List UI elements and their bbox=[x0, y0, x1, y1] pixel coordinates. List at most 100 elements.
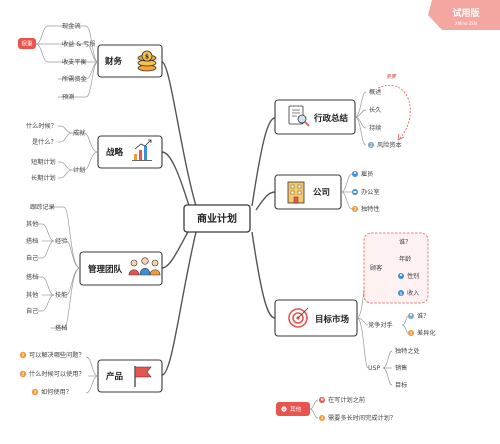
relation-arrow bbox=[377, 85, 411, 141]
question-icon-2: ? bbox=[19, 370, 27, 378]
finance-item-profit-loss[interactable]: 收益 & 亏损 bbox=[62, 40, 96, 48]
gender-icon bbox=[398, 273, 404, 279]
market-label: 目标市场 bbox=[315, 314, 350, 325]
venture-capital-icon: 2 bbox=[368, 142, 374, 148]
node-finance[interactable]: 财务 $ bbox=[97, 44, 163, 78]
market-customer-age[interactable]: 年龄 bbox=[399, 255, 412, 263]
team-experience-other[interactable]: 其他 bbox=[26, 220, 38, 228]
team-skills-label[interactable]: 技能 bbox=[55, 291, 67, 299]
executive-item-overview[interactable]: 概述 bbox=[369, 88, 381, 96]
finance-item-cashflow[interactable]: 现金流 bbox=[62, 22, 81, 30]
product-label: 产品 bbox=[106, 371, 124, 382]
strategy-label: 战略 bbox=[106, 147, 124, 158]
competitor-person-icon bbox=[408, 313, 414, 319]
team-experience-label[interactable]: 经验 bbox=[55, 237, 68, 245]
team-record[interactable]: 跟踪记录 bbox=[30, 203, 55, 211]
important-tag[interactable]: 很重 bbox=[18, 38, 36, 49]
finance-branches bbox=[35, 25, 99, 98]
trial-title: 试用版 bbox=[452, 7, 479, 19]
question-icon-4: ? bbox=[352, 206, 358, 213]
executive-item-venture[interactable]: 风险资本 bbox=[377, 141, 402, 149]
product-item-when[interactable]: 什么时候可以使用？ bbox=[29, 370, 85, 378]
team-label: 管理团队 bbox=[88, 264, 123, 275]
market-competitor-label[interactable]: 竞争对手 bbox=[368, 321, 393, 329]
team-experience-self[interactable]: 自己 bbox=[26, 254, 38, 262]
market-usp-goal[interactable]: 目标 bbox=[395, 381, 407, 389]
team-skills-partner[interactable]: 搭档 bbox=[26, 273, 38, 281]
node-executive[interactable]: 行政总结 bbox=[274, 99, 356, 135]
market-customer-label[interactable]: 顾客 bbox=[370, 264, 382, 272]
company-item-office[interactable]: 办公室 bbox=[361, 188, 380, 196]
market-competitor-who[interactable]: 谁？ bbox=[417, 312, 429, 320]
chat-icon bbox=[352, 189, 358, 195]
company-item-employees[interactable]: 雇员 bbox=[361, 170, 373, 178]
product-item-problems[interactable]: 可以解决哪些问题？ bbox=[29, 351, 85, 359]
team-branches bbox=[38, 206, 81, 329]
market-customer-gender[interactable]: 性别 bbox=[407, 272, 419, 280]
strategy-achieve-what[interactable]: 是什么？ bbox=[32, 138, 57, 146]
team-skills-other[interactable]: 其他 bbox=[26, 291, 38, 299]
flag-icon-small bbox=[319, 397, 325, 403]
product-item-how[interactable]: 如何使用？ bbox=[41, 388, 72, 396]
center-node[interactable]: 商业计划 bbox=[183, 204, 251, 233]
executive-label: 行政总结 bbox=[313, 113, 349, 124]
other-branches bbox=[309, 399, 319, 419]
income-icon: $ bbox=[398, 290, 404, 296]
node-strategy[interactable]: 战略 bbox=[97, 135, 163, 169]
strategy-achieve-label[interactable]: 成就 bbox=[73, 129, 85, 137]
executive-item-sustain[interactable]: 持续 bbox=[369, 124, 381, 132]
target-icon bbox=[288, 307, 309, 328]
market-customer-who[interactable]: 谁？ bbox=[399, 238, 411, 246]
trial-banner: 试用版 XMind ZEN bbox=[428, 0, 500, 30]
main-edges bbox=[161, 61, 276, 376]
strategy-plan-long[interactable]: 长期计划 bbox=[31, 174, 56, 182]
flag-icon bbox=[134, 366, 152, 387]
bar-growth-icon bbox=[132, 139, 152, 161]
svg-text:?: ? bbox=[34, 390, 37, 396]
question-icon-3: ? bbox=[31, 388, 39, 396]
center-label: 商业计划 bbox=[197, 212, 237, 225]
company-item-unique[interactable]: 独特性 bbox=[361, 205, 380, 213]
node-market[interactable]: 目标市场 bbox=[274, 299, 358, 337]
strategy-plan-short[interactable]: 短期计划 bbox=[31, 158, 56, 166]
executive-item-longterm[interactable]: 长久 bbox=[369, 106, 381, 114]
strategy-branches bbox=[58, 125, 99, 179]
market-competitor-diff[interactable]: 差异化 bbox=[417, 329, 436, 337]
node-team[interactable]: 管理团队 bbox=[79, 251, 163, 286]
svg-text:$: $ bbox=[400, 291, 403, 296]
finance-item-breakeven[interactable]: 收支平衡 bbox=[62, 58, 87, 66]
finance-item-funding[interactable]: 所需资金 bbox=[62, 75, 88, 83]
svg-text:?: ? bbox=[410, 331, 413, 337]
customer-highlight-box bbox=[363, 232, 429, 304]
strategy-plan-label[interactable]: 计划 bbox=[73, 166, 85, 174]
market-usp-sales[interactable]: 销售 bbox=[395, 364, 407, 372]
document-search-icon bbox=[288, 105, 310, 127]
team-skills-self[interactable]: 自己 bbox=[26, 307, 38, 315]
other-item-before[interactable]: 在写计划之前 bbox=[328, 396, 365, 404]
finance-item-forecast[interactable]: 预测 bbox=[62, 93, 74, 101]
strategy-achieve-when[interactable]: 什么时候？ bbox=[26, 122, 57, 130]
node-other[interactable]: + 其他 bbox=[276, 402, 310, 416]
market-customer-income[interactable]: 收入 bbox=[407, 289, 419, 297]
question-icon-1: ? bbox=[19, 351, 27, 359]
other-item-duration[interactable]: 需要多长时间完成计划？ bbox=[328, 414, 396, 422]
svg-text:?: ? bbox=[22, 353, 25, 359]
building-icon bbox=[287, 181, 305, 204]
node-company[interactable]: 公司 bbox=[274, 174, 342, 210]
company-label: 公司 bbox=[313, 188, 330, 198]
market-usp-unique[interactable]: 独特之处 bbox=[395, 347, 420, 355]
other-label: 其他 bbox=[290, 405, 302, 413]
relation-label[interactable]: 重要 bbox=[386, 73, 397, 80]
person-icon bbox=[352, 171, 358, 177]
svg-text:?: ? bbox=[22, 372, 25, 378]
team-partner[interactable]: 搭档 bbox=[55, 324, 67, 332]
node-product[interactable]: 产品 bbox=[97, 359, 163, 393]
market-usp-label[interactable]: USP bbox=[368, 365, 380, 372]
team-experience-partner[interactable]: 搭档 bbox=[26, 237, 38, 245]
company-branches bbox=[340, 173, 353, 210]
finance-label: 财务 bbox=[104, 56, 123, 67]
question-icon-6: ? bbox=[319, 415, 325, 422]
svg-text:$: $ bbox=[145, 54, 149, 61]
